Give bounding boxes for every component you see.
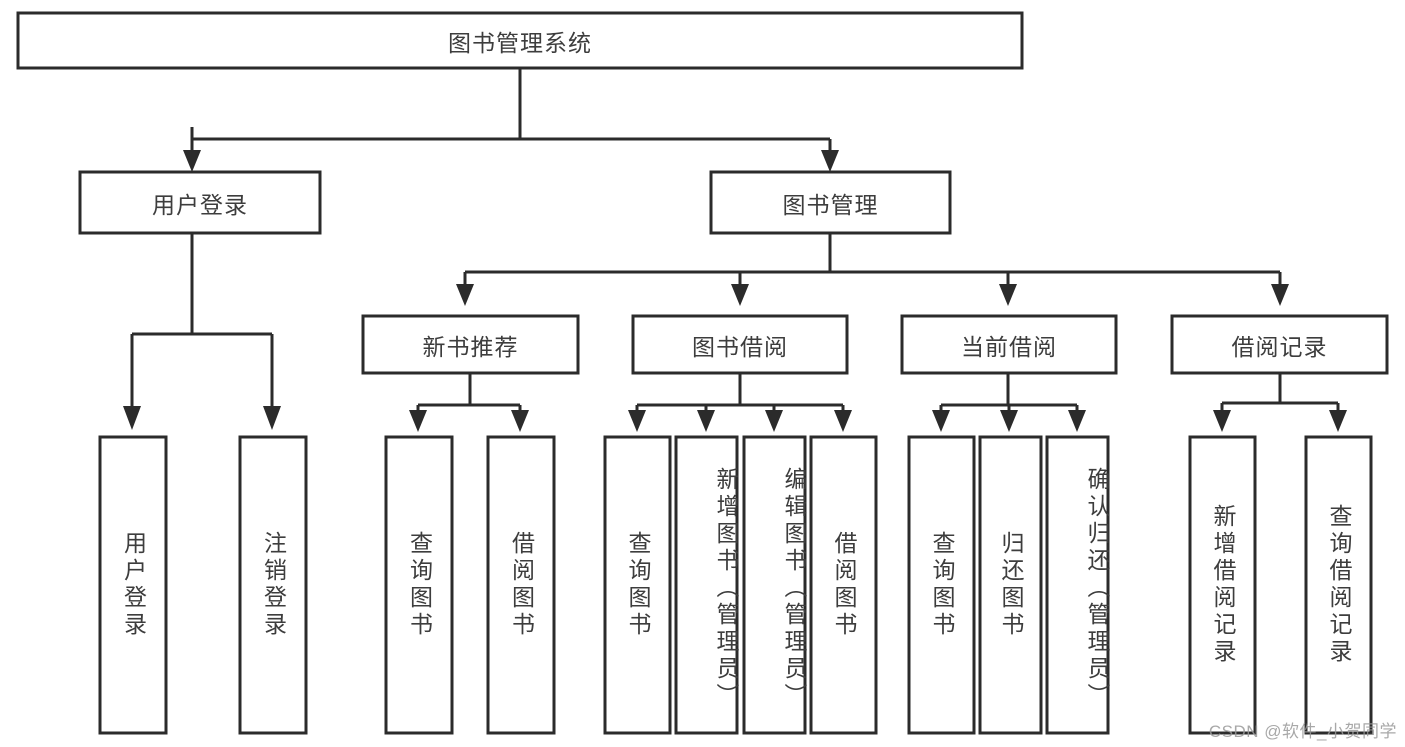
arrow-to-new-book-icon [456, 284, 474, 306]
connectors-book-manage-to-level3 [456, 233, 1289, 306]
node-box-borrow-record[interactable] [1170, 314, 1389, 375]
node-box-leaf-cb-return[interactable] [978, 435, 1043, 735]
connectors-borrow-record-to-leaves [1213, 373, 1347, 432]
arrow-to-user-login-icon [183, 150, 201, 172]
connectors-current-borrow-to-leaves [932, 373, 1086, 432]
arrow-nb-leaf2-icon [511, 410, 529, 432]
node-box-new-book-recommend[interactable] [361, 314, 580, 375]
node-box-leaf-br-query[interactable] [1304, 435, 1373, 735]
node-box-current-borrow[interactable] [900, 314, 1118, 375]
arrow-bb-leaf2-icon [697, 410, 715, 432]
node-box-leaf-bb-add[interactable] [674, 435, 739, 735]
node-box-book-borrow[interactable] [631, 314, 849, 375]
node-box-leaf-nb-borrow[interactable] [486, 435, 556, 735]
connectors-user-login-to-leaves [123, 233, 281, 430]
connectors-book-borrow-to-leaves [628, 373, 852, 432]
node-box-leaf-br-add[interactable] [1188, 435, 1257, 735]
arrow-bb-leaf4-icon [834, 410, 852, 432]
connectors-new-book-to-leaves [409, 373, 529, 432]
node-box-leaf-bb-edit[interactable] [742, 435, 807, 735]
arrow-to-leaf-logout-icon [263, 406, 281, 430]
node-box-leaf-bb-borrow[interactable] [809, 435, 878, 735]
arrow-cb-leaf2-icon [1000, 410, 1018, 432]
connectors-root-to-level2 [183, 68, 839, 172]
arrow-bb-leaf1-icon [628, 410, 646, 432]
node-box-leaf-cb-confirm[interactable] [1045, 435, 1110, 735]
arrow-to-leaf-user-login-icon [123, 406, 141, 430]
arrow-cb-leaf1-icon [932, 410, 950, 432]
arrow-to-borrow-record-icon [1271, 284, 1289, 306]
node-box-root[interactable] [16, 11, 1024, 70]
arrow-to-book-manage-icon [821, 150, 839, 172]
node-box-leaf-cb-query[interactable] [907, 435, 976, 735]
arrow-to-current-borrow-icon [999, 284, 1017, 306]
node-box-leaf-bb-query[interactable] [603, 435, 672, 735]
arrow-to-book-borrow-icon [731, 284, 749, 306]
arrow-nb-leaf1-icon [409, 410, 427, 432]
node-box-leaf-logout[interactable] [238, 435, 308, 735]
node-box-book-manage[interactable] [709, 170, 952, 235]
arrow-cb-leaf3-icon [1068, 410, 1086, 432]
node-box-user-login[interactable] [78, 170, 322, 235]
node-box-leaf-user-login[interactable] [98, 435, 168, 735]
arrow-br-leaf2-icon [1329, 410, 1347, 432]
csdn-watermark: CSDN @软件_小贺同学 [1208, 722, 1397, 741]
arrow-br-leaf1-icon [1213, 410, 1231, 432]
arrow-bb-leaf3-icon [765, 410, 783, 432]
node-box-leaf-nb-query[interactable] [384, 435, 454, 735]
